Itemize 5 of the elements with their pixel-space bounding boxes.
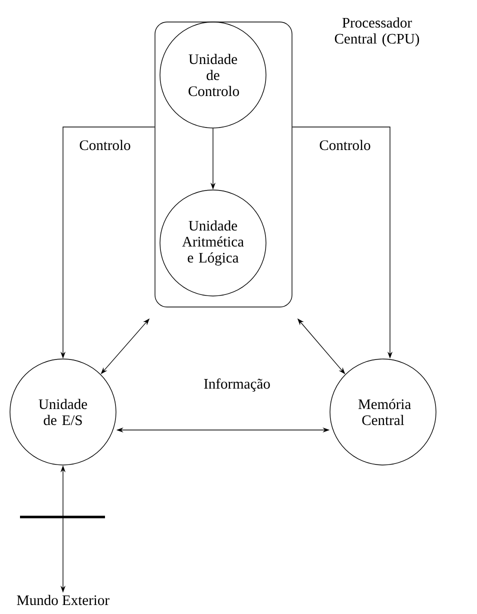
- edge-label: Informação: [202, 377, 272, 393]
- node-label: Processador Central (CPU): [334, 17, 420, 47]
- edge-label: Controlo: [78, 138, 132, 152]
- edge-label: Controlo: [318, 138, 372, 152]
- node-text: Mundo Exterior: [16, 594, 110, 606]
